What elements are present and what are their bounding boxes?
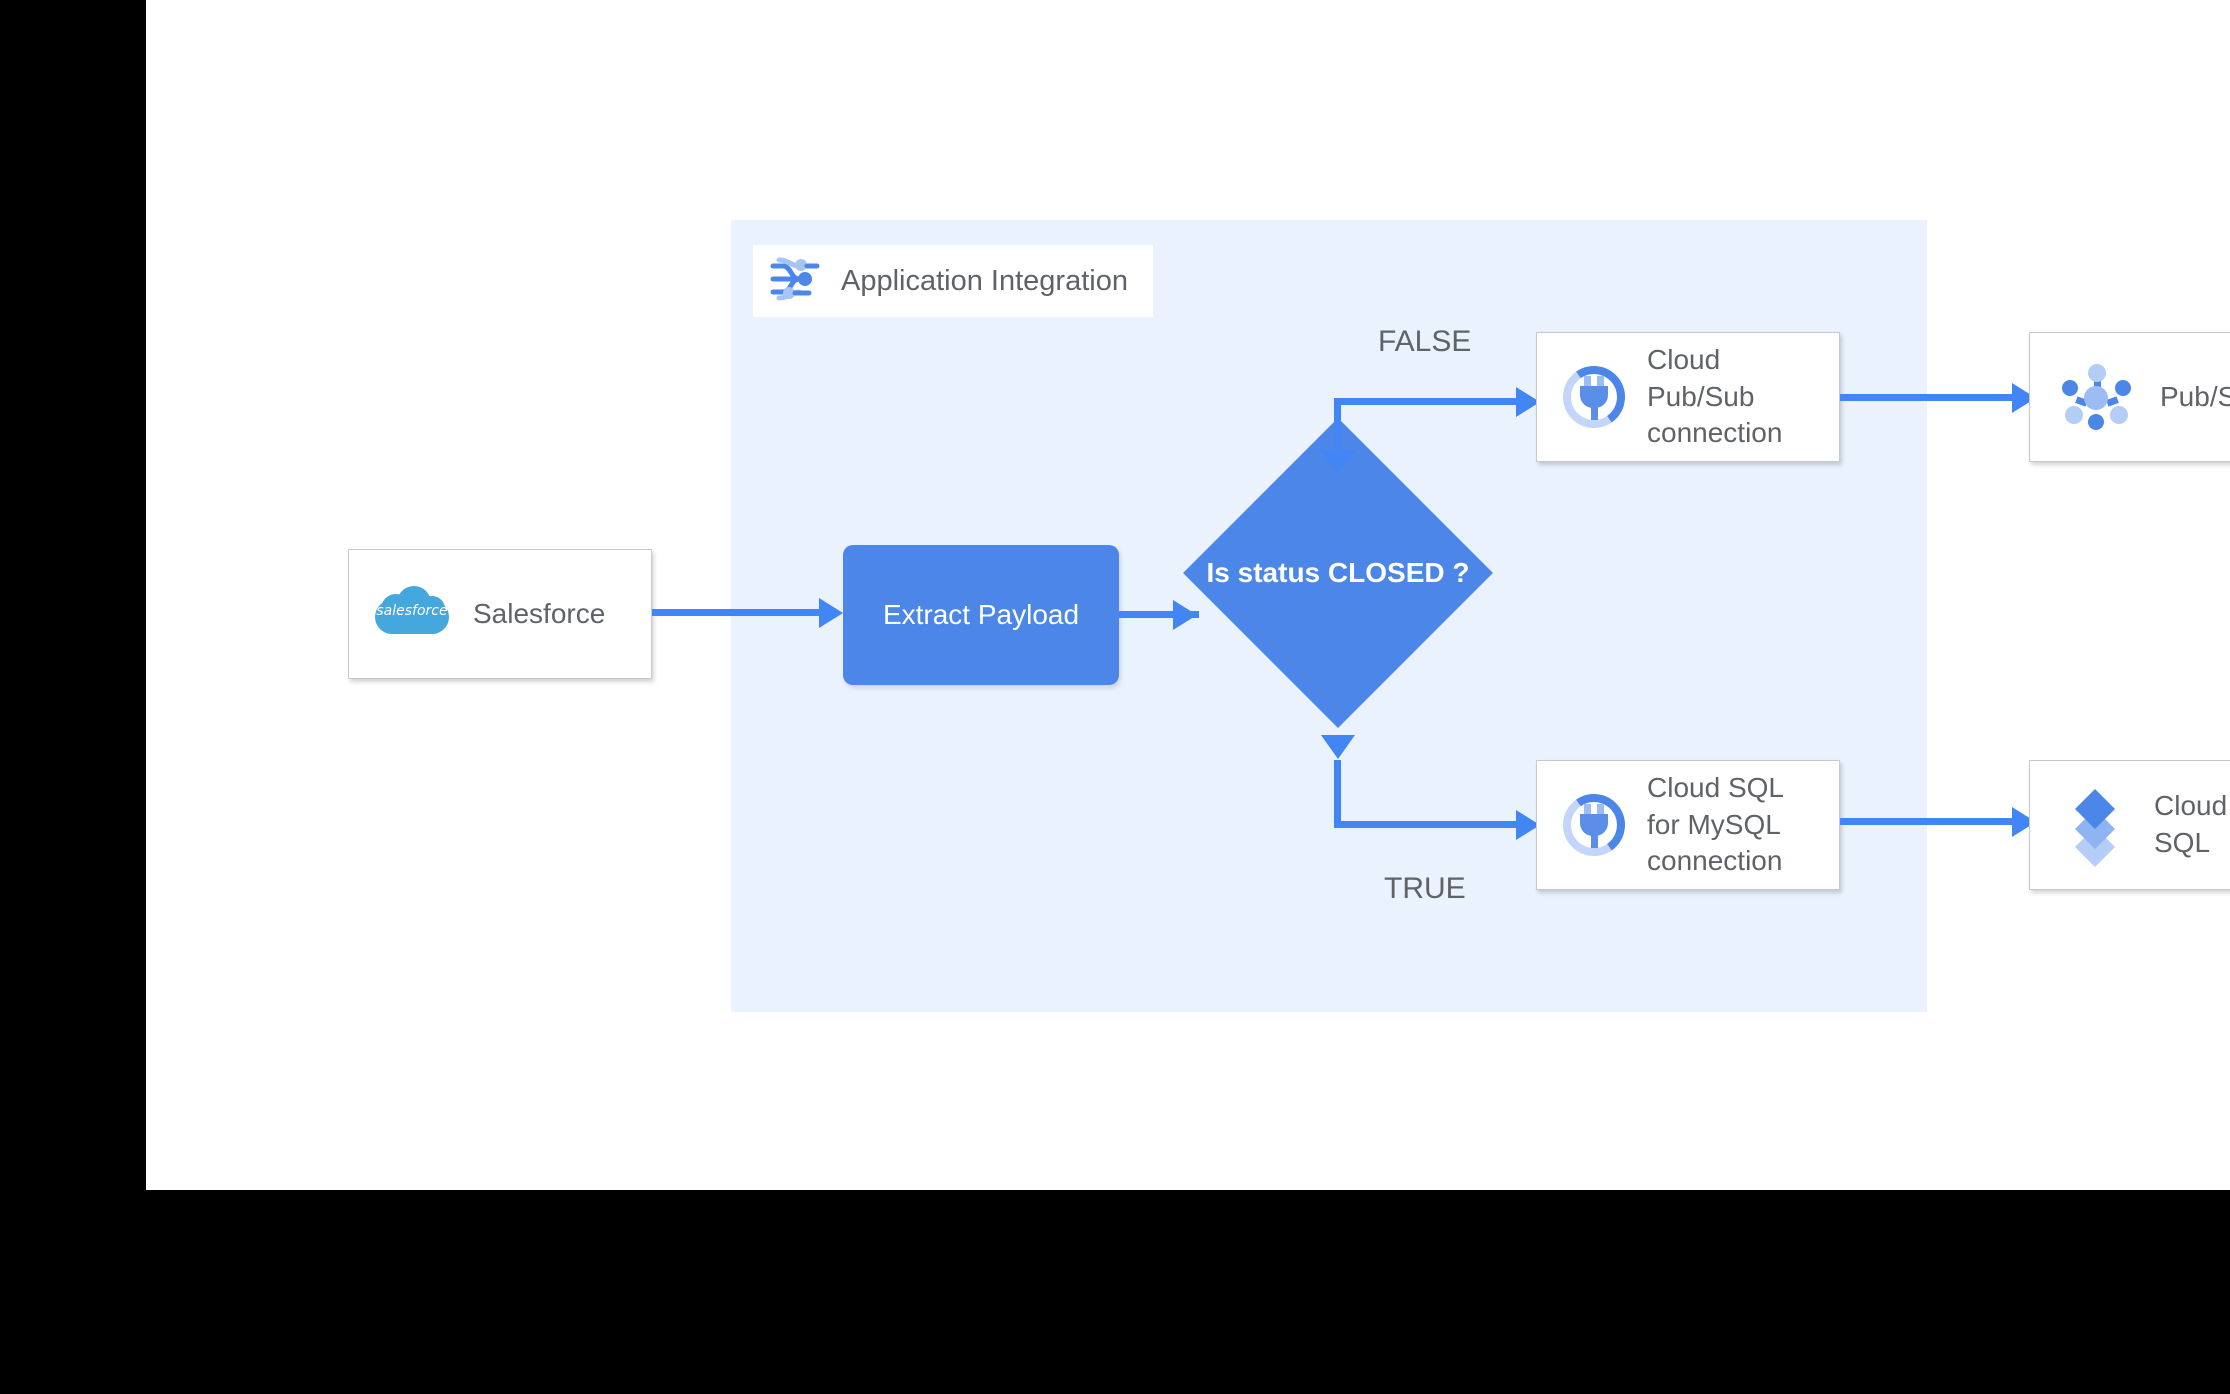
edge-label-false: FALSE xyxy=(1378,325,1472,358)
edge-salesforce-to-extract xyxy=(652,609,832,616)
pubsub-hub-icon xyxy=(2062,364,2132,430)
application-integration-label: Application Integration xyxy=(841,264,1128,297)
cloud-sql-stack-icon xyxy=(2062,789,2128,867)
node-decision-is-status-closed[interactable]: Is status CLOSED ? xyxy=(1183,418,1493,728)
edge-pubsub-connection-to-pubsub xyxy=(1840,394,2025,401)
edge-false-horizontal xyxy=(1334,398,1526,405)
node-salesforce-label: Salesforce xyxy=(473,597,606,629)
node-pubsub-label: Pub/Sub xyxy=(2160,380,2230,412)
edge-salesforce-to-extract-arrowhead xyxy=(819,598,843,628)
application-integration-title-chip: Application Integration xyxy=(753,245,1153,317)
connector-plug-icon xyxy=(1558,789,1630,861)
node-cloud-sql-mysql-connection[interactable]: Cloud SQL for MySQL connection xyxy=(1536,760,1840,890)
salesforce-cloud-icon: salesforce xyxy=(375,586,449,642)
edge-extract-to-decision xyxy=(1119,611,1199,618)
edge-cloudsql-connection-to-cloudsql xyxy=(1840,818,2025,825)
node-decision-label: Is status CLOSED ? xyxy=(1206,557,1470,588)
node-extract-payload-label: Extract Payload xyxy=(882,599,1080,630)
node-cloud-sql-mysql-connection-label: Cloud SQL for MySQL connection xyxy=(1647,771,1783,877)
node-cloud-pubsub-connection-label: Cloud Pub/Sub connection xyxy=(1647,343,1783,449)
diagram-canvas: Application Integration salesforce Sales… xyxy=(146,0,2230,1190)
salesforce-wordmark: salesforce xyxy=(376,603,448,619)
node-extract-payload[interactable]: Extract Payload xyxy=(843,545,1119,685)
edge-false-vertical xyxy=(1334,398,1341,462)
connector-plug-icon xyxy=(1558,361,1630,433)
edge-label-true: TRUE xyxy=(1384,872,1466,905)
node-cloud-pubsub-connection[interactable]: Cloud Pub/Sub connection xyxy=(1536,332,1840,462)
edge-extract-to-decision-arrowhead xyxy=(1173,600,1197,630)
node-pubsub[interactable]: Pub/Sub xyxy=(2029,332,2230,462)
decision-top-arrowhead xyxy=(1321,450,1355,474)
node-cloud-sql[interactable]: Cloud SQL xyxy=(2029,760,2230,890)
node-cloud-sql-label: Cloud SQL xyxy=(2154,790,2228,858)
edge-true-vertical xyxy=(1334,760,1341,828)
edge-true-horizontal xyxy=(1334,821,1526,828)
node-salesforce[interactable]: salesforce Salesforce xyxy=(348,549,652,679)
application-integration-icon xyxy=(769,253,825,310)
decision-bottom-arrowhead xyxy=(1321,735,1355,759)
